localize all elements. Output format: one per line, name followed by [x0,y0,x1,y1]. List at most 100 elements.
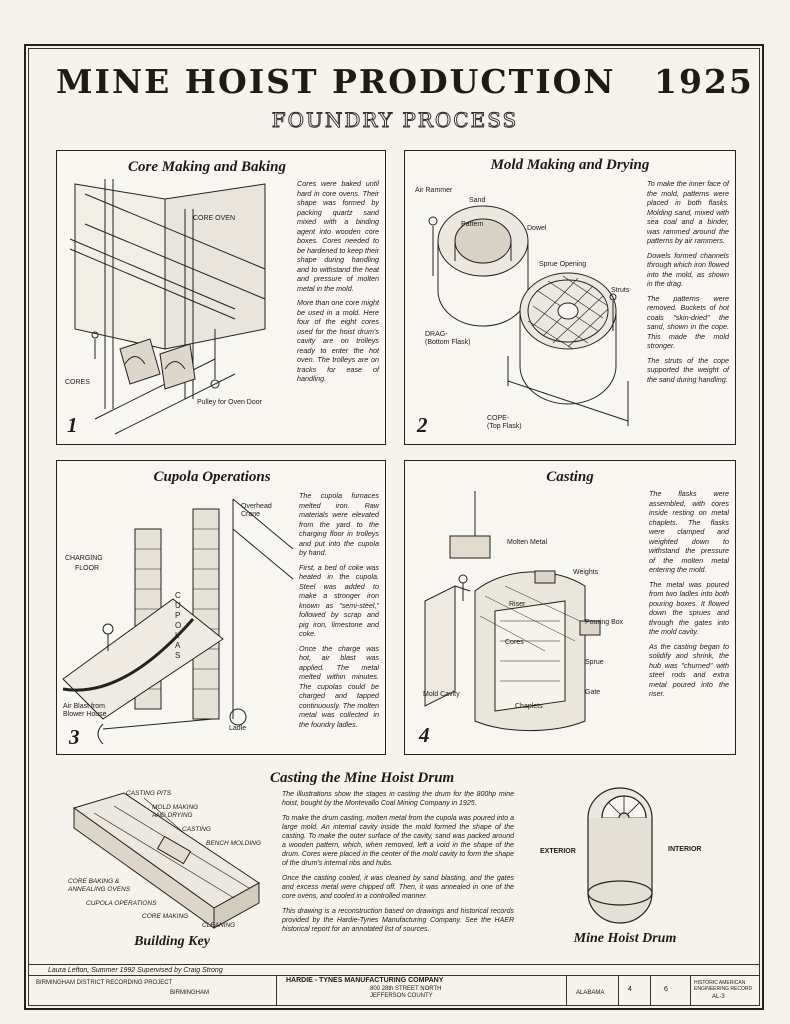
key-label: CASTING [182,826,211,833]
drum-caption: Mine Hoist Drum [573,931,677,946]
panel-paragraph: The metal was poured from two ladles int… [649,579,729,637]
key-label: AND DRYING [152,812,193,819]
label-pattern: Pattern [461,221,484,228]
label-riser: Riser [509,601,526,608]
drum-paragraph: Once the casting cooled, it was cleaned … [282,875,514,900]
label-ladle: Ladle [229,725,247,732]
cupola-illustration [62,498,294,745]
panel-text: The flasks were assembled, with cores in… [649,489,729,704]
building-key-caption: Building Key [134,934,210,949]
panel-paragraph: Dowels formed channels through which iro… [647,250,729,289]
panel-paragraph: The patterns were removed. Buckets of ho… [647,293,729,351]
record-number: AL-3 [712,994,725,1000]
key-label: CORE MAKING [142,913,189,920]
city-name: BIRMINGHAM [170,990,209,996]
sheet-inner-border [28,48,760,1006]
panel-number: 2 [417,413,428,437]
sheet-total: 6 [664,986,668,993]
panel-title: Casting [546,469,594,485]
panel-paragraph: As the casting began to solidify and shr… [649,641,729,699]
label-gate: Gate [585,689,601,696]
panel-cupola: Cupola Operations CHARGING FLOOR Overhea… [56,460,386,755]
title-block-separator [690,975,691,1006]
casting-illustration [424,491,601,732]
mold-flasks-illustration [428,205,629,426]
label-interior: INTERIOR [668,846,702,853]
panel-paragraph: To make the inner face of the mold, patt… [647,179,729,245]
title-block-separator [650,975,651,1006]
state-name: ALABAMA [576,990,605,996]
panel-title: Cupola Operations [153,469,271,485]
label-cores: CORES [65,379,90,386]
core-oven-illustration [69,179,266,435]
label-cores: Cores [505,639,524,646]
panel-text: Cores were baked until hard in core oven… [297,179,379,389]
panel-paragraph: The flasks were assembled, with cores in… [649,489,729,574]
label-cope: COPE- [487,415,510,422]
label-air-blast: Air Blast from [63,703,106,710]
drum-paragraph: This drawing is a reconstruction based o… [282,908,514,933]
building-key-illustration [72,792,260,929]
label-pouring-box: Pouring Box [585,619,624,626]
panel-paragraph: Once the charge was hot, air blast was a… [299,643,379,729]
label-core-oven: CORE OVEN [193,215,236,222]
company-address: 800 28th STREET NORTH [370,986,442,992]
title-block-separator [618,975,619,1006]
project-name: BIRMINGHAM DISTRICT RECORDING PROJECT [36,980,173,986]
panel-text: The cupola furnaces melted iron. Raw mat… [299,491,379,734]
panel-paragraph: The cupola furnaces melted iron. Raw mat… [299,491,379,557]
record-name: HISTORIC AMERICAN ENGINEERING RECORD [694,980,753,992]
key-label: CUPOLA OPERATIONS [86,900,157,907]
label-sprue: Sprue [585,659,604,666]
panel-core-making: Core Making and Baking CORE OVEN CORES P… [56,150,386,445]
label-mold-cavity: Mold Cavity [423,691,460,698]
panel-mold-making: Mold Making and Drying Air Rammer Sand P… [404,150,736,445]
title-block-divider [28,964,760,965]
label-overhead: Overhead [241,503,272,510]
company-name: HARDIE - TYNES MANUFACTURING COMPANY [286,977,444,984]
title-block-line [28,975,760,976]
label-dowel: Dowel [527,225,547,232]
title-block-separator [276,975,277,1006]
page-subtitle: FOUNDRY PROCESS [271,108,519,133]
key-label: MOLD MAKING [152,804,199,811]
key-label: CASTING PITS [126,790,172,797]
drum-paragraph: To make the drum casting, molten metal f… [282,815,514,867]
panel-text: To make the inner face of the mold, patt… [647,179,729,389]
key-label: ANNEALING OVENS [68,886,131,893]
company-county: JEFFERSON COUNTY [370,993,433,999]
panel-title: Core Making and Baking [128,159,286,175]
label-molten-metal: Molten Metal [507,539,548,546]
label-blower-house: Blower House [63,711,107,718]
label-drag-sub: (Bottom Flask) [425,339,471,346]
panel-paragraph: The struts of the cope supported the wei… [647,355,729,384]
panel-paragraph: Cores were baked until hard in core oven… [297,179,379,293]
key-label: CLEANING [202,922,236,929]
title-block-separator [566,975,567,1006]
drum-section-text: The illustrations show the stages in cas… [282,790,514,940]
label-air-rammer: Air Rammer [415,187,453,194]
drum-paragraph: The illustrations show the stages in cas… [282,791,514,807]
label-charging: CHARGING [65,555,103,562]
label-chaplets: Chaplets [515,703,543,710]
delineator-credit: Laura Lefton, Summer 1992 Supervised by … [48,967,223,974]
label-floor: FLOOR [75,565,100,572]
panel-number: 3 [69,725,80,749]
sheet-number: 4 [628,986,632,993]
label-sprue-opening: Sprue Opening [539,261,587,268]
label-struts: Struts [611,287,630,294]
label-cope-sub: (Top Flask) [487,423,522,430]
label-exterior: EXTERIOR [540,848,576,855]
panel-number: 1 [67,413,78,437]
mine-hoist-drum-illustration [587,787,653,924]
label-sand: Sand [469,197,486,204]
label-weights: Weights [573,569,599,576]
panel-paragraph: First, a bed of coke was heated in the c… [299,562,379,639]
key-label: BENCH MOLDING [206,840,261,847]
panel-casting: Casting Molten Metal Weights Riser Pouri… [404,460,736,755]
label-drag: DRAG- [425,331,448,338]
key-label: CORE BAKING & [68,878,120,885]
label-cupolas: CUPOLAS [175,591,182,660]
sheet-border [24,44,764,1010]
panel-paragraph: More than one core might be used in a mo… [297,298,379,383]
